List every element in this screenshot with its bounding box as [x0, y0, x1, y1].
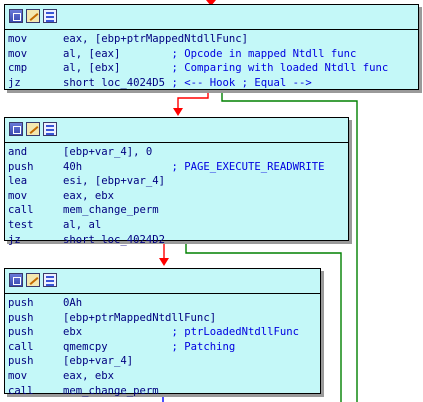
edge-true-block1 — [221, 89, 358, 402]
mnemonic: jz — [8, 233, 21, 246]
mnemonic: push — [8, 355, 34, 368]
graph-icon[interactable] — [9, 273, 23, 287]
asm-line[interactable]: mov al, [eax] ; Opcode in mapped Ntdll fu… — [5, 47, 418, 62]
mnemonic: mov — [8, 369, 28, 382]
operand: [ebp+var_4], 0 — [63, 146, 153, 158]
block-header — [5, 5, 418, 30]
operand: 40h ; PAGE_EXECUTE_READWRITE — [63, 160, 325, 173]
asm-line[interactable]: jz short loc_4024D2 — [5, 233, 348, 248]
asm-line[interactable]: and [ebp+var_4], 0 — [5, 145, 348, 160]
mnemonic: call — [8, 340, 34, 353]
edge-true-block2 — [185, 240, 342, 402]
mnemonic: push — [8, 160, 34, 173]
list-icon[interactable] — [43, 122, 57, 136]
operand: [ebp+ptrMappedNtdllFunc] — [63, 311, 217, 324]
code-block-2[interactable]: and [ebp+var_4], 0 push 40h ; PAGE_EXECUTE… — [4, 117, 349, 246]
mnemonic: call — [8, 204, 34, 217]
graph-icon[interactable] — [9, 122, 23, 136]
mnemonic: push — [8, 311, 34, 324]
asm-line[interactable]: mov eax, ebx — [5, 369, 320, 384]
mnemonic: lea — [8, 175, 28, 188]
mnemonic: test — [8, 218, 34, 231]
operand: eax, ebx — [63, 369, 115, 382]
edge-into-block-1-arrowhead — [206, 0, 216, 6]
operand: ebx ; ptrLoadedNtdllFunc — [63, 326, 299, 339]
list-icon[interactable] — [43, 9, 57, 23]
operand: short loc_4024D5 ; <-- Hook ; Equal --> — [63, 76, 312, 89]
mnemonic: call — [8, 384, 34, 397]
operand: eax, ebx — [63, 189, 115, 202]
edge-false-block2-to-block3-arrowhead — [159, 258, 169, 266]
asm-line[interactable]: test al, al — [5, 218, 348, 233]
asm-line[interactable]: cmp al, [ebx] ; Comparing with loaded Ntd… — [5, 61, 418, 76]
operand: al, [eax] ; Opcode in mapped Ntdll func — [63, 47, 357, 60]
list-icon[interactable] — [43, 273, 57, 287]
edge-false-block1-to-block2 — [177, 89, 209, 110]
operand: al, [ebx] ; Comparing with loaded Ntdll … — [63, 62, 389, 75]
asm-line[interactable]: call mem_change_perm — [5, 384, 320, 399]
operand: short loc_4024D2 — [63, 233, 166, 246]
asm-line[interactable]: push 0Ah — [5, 296, 320, 311]
asm-line[interactable]: push [ebp+var_4] — [5, 354, 320, 369]
block-header — [5, 118, 348, 143]
operand: mem_change_perm — [63, 384, 159, 397]
edit-icon[interactable] — [26, 273, 40, 287]
operand: [ebp+var_4] — [63, 355, 134, 368]
edit-icon[interactable] — [26, 9, 40, 23]
operand: al, al — [63, 218, 102, 231]
asm-line[interactable]: jz short loc_4024D5 ; <-- Hook ; Equal --… — [5, 76, 418, 91]
edge-false-block1-to-block2-arrowhead — [173, 108, 183, 116]
asm-line[interactable]: push ebx ; ptrLoadedNtdllFunc — [5, 325, 320, 340]
mnemonic: and — [8, 146, 28, 158]
code-block-1[interactable]: mov eax, [ebp+ptrMappedNtdllFunc] mov al, … — [4, 4, 419, 90]
mnemonic: jz — [8, 76, 21, 89]
mnemonic: mov — [8, 47, 28, 60]
asm-line[interactable]: push 40h ; PAGE_EXECUTE_READWRITE — [5, 160, 348, 175]
asm-line[interactable]: push [ebp+ptrMappedNtdllFunc] — [5, 311, 320, 326]
operand: esi, [ebp+var_4] — [63, 175, 166, 188]
asm-line[interactable]: call mem_change_perm — [5, 203, 348, 218]
graph-icon[interactable] — [9, 9, 23, 23]
asm-line[interactable]: lea esi, [ebp+var_4] — [5, 174, 348, 189]
mnemonic: mov — [8, 189, 28, 202]
asm-line[interactable]: mov eax, ebx — [5, 189, 348, 204]
operand: mem_change_perm — [63, 204, 159, 217]
mnemonic: mov — [8, 33, 28, 45]
mnemonic: push — [8, 297, 34, 309]
edit-icon[interactable] — [26, 122, 40, 136]
operand: eax, [ebp+ptrMappedNtdllFunc] — [63, 33, 248, 45]
mnemonic: cmp — [8, 62, 28, 75]
mnemonic: push — [8, 326, 34, 339]
asm-line[interactable]: call qmemcpy ; Patching — [5, 340, 320, 355]
operand: 0Ah — [63, 297, 83, 309]
operand: qmemcpy ; Patching — [63, 340, 236, 353]
code-block-3[interactable]: push 0Ah push [ebp+ptrMappedNtdllFunc] pus… — [4, 268, 321, 397]
asm-line[interactable]: mov eax, [ebp+ptrMappedNtdllFunc] — [5, 32, 418, 47]
block-header — [5, 269, 320, 294]
